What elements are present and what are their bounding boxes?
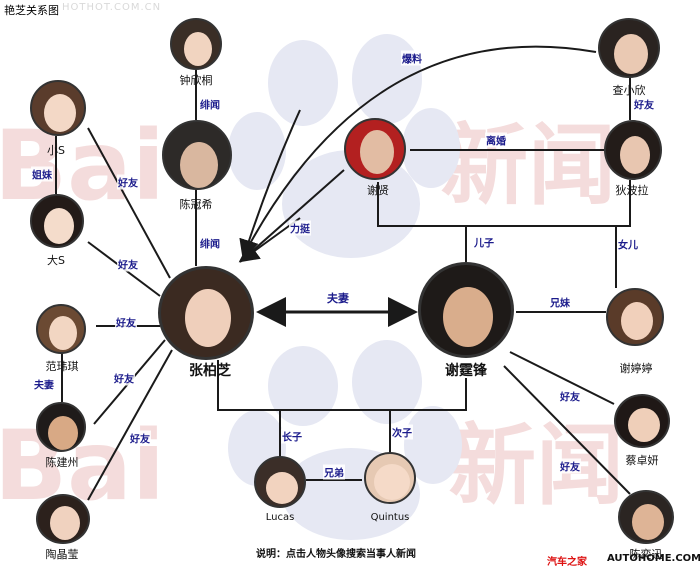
relation-second-son: 次子 [391, 424, 413, 440]
relation-xie-chenyx: 好友 [559, 458, 581, 474]
relation-das-zhang: 好友 [117, 256, 139, 272]
relation-xiaos-das: 姐妹 [31, 166, 53, 182]
relation-xiaos-zhang: 好友 [117, 174, 139, 190]
avatar-chenguanxi[interactable] [162, 120, 232, 190]
relation-zha-zhang: 爆料 [401, 50, 423, 66]
relation-xie-tingting: 兄妹 [549, 294, 571, 310]
person-name-chenguanxi: 陈冠希 [179, 198, 213, 211]
relation-eldest-son: 长子 [281, 428, 303, 444]
person-name-zhaxiaoxin: 查小欣 [612, 84, 646, 97]
relation-chen-zhang: 绯闻 [199, 235, 221, 251]
relation-zha-di: 好友 [633, 96, 655, 112]
avatar-chenjianzhou[interactable] [36, 402, 86, 452]
relation-fan-zhang: 好友 [115, 314, 137, 330]
avatar-xiexian[interactable] [344, 118, 406, 180]
relation-brothers: 兄弟 [323, 464, 345, 480]
relation-parents-tingting: 女儿 [617, 236, 639, 252]
footer-site-url: AUTOHOME.COM.CN [607, 553, 700, 564]
baidu-watermark-top: Bai [0, 110, 165, 222]
relation-chenjz-zhang: 好友 [113, 370, 135, 386]
avatar-zhongxintong[interactable] [170, 18, 222, 70]
relation-xiexian-di: 离婚 [485, 132, 507, 148]
avatar-quintus[interactable] [364, 452, 416, 504]
person-name-zhangbozhi: 张柏芝 [189, 363, 231, 379]
person-name-caizhuoyan: 蔡卓妍 [625, 454, 659, 467]
footer-site-name: 汽车之家 [547, 557, 587, 568]
relation-xie-cai: 好友 [559, 388, 581, 404]
person-name-das: 大S [47, 254, 65, 267]
relation-fan-chenjz: 夫妻 [33, 376, 55, 392]
page-title: 艳芝关系图 [4, 4, 59, 17]
news-watermark-bottom: 新闻 [448, 414, 625, 517]
person-name-fanweiqi: 范玮琪 [45, 360, 79, 373]
person-name-chenyixun: 陈奕迅 [629, 548, 663, 561]
avatar-taojingying[interactable] [36, 494, 90, 544]
avatar-xiaos[interactable] [30, 80, 86, 136]
avatar-zhangbozhi[interactable] [158, 266, 254, 360]
person-name-dibola: 狄波拉 [615, 184, 649, 197]
instruction-note: 说明：点击人物头像搜索当事人新闻 [256, 549, 416, 560]
title-watermark: HOTHOT.COM.CN [62, 2, 162, 13]
person-name-zhongxintong: 钟欣桐 [179, 74, 213, 87]
avatar-xietingting[interactable] [606, 288, 664, 346]
avatar-chenyixun[interactable] [618, 490, 674, 544]
avatar-das[interactable] [30, 194, 84, 248]
person-name-chenjianzhou: 陈建州 [45, 456, 79, 469]
person-name-xiexian: 谢贤 [367, 184, 389, 197]
avatar-fanweiqi[interactable] [36, 304, 86, 354]
person-name-quintus: Quintus [370, 512, 410, 523]
relation-center-couple: 夫妻 [326, 290, 350, 306]
relation-tao-zhang: 好友 [129, 430, 151, 446]
relation-zhong-chen: 绯闻 [199, 96, 221, 112]
avatar-zhaxiaoxin[interactable] [598, 18, 660, 78]
avatar-caizhuoyan[interactable] [614, 394, 670, 448]
person-name-lucas: Lucas [265, 512, 295, 523]
person-name-xietingting: 谢婷婷 [619, 362, 653, 375]
avatar-xietingfeng[interactable] [418, 262, 514, 358]
news-watermark-top: 新闻 [440, 114, 617, 217]
person-name-xiaos: 小S [47, 144, 65, 157]
person-name-xietingfeng: 谢霆锋 [445, 363, 487, 379]
person-name-taojingying: 陶晶莹 [45, 548, 79, 561]
avatar-dibola[interactable] [604, 120, 662, 180]
relation-parents-xie: 儿子 [473, 234, 495, 250]
avatar-lucas[interactable] [254, 456, 306, 508]
relation-xiexian-zhang: 力挺 [289, 220, 311, 236]
